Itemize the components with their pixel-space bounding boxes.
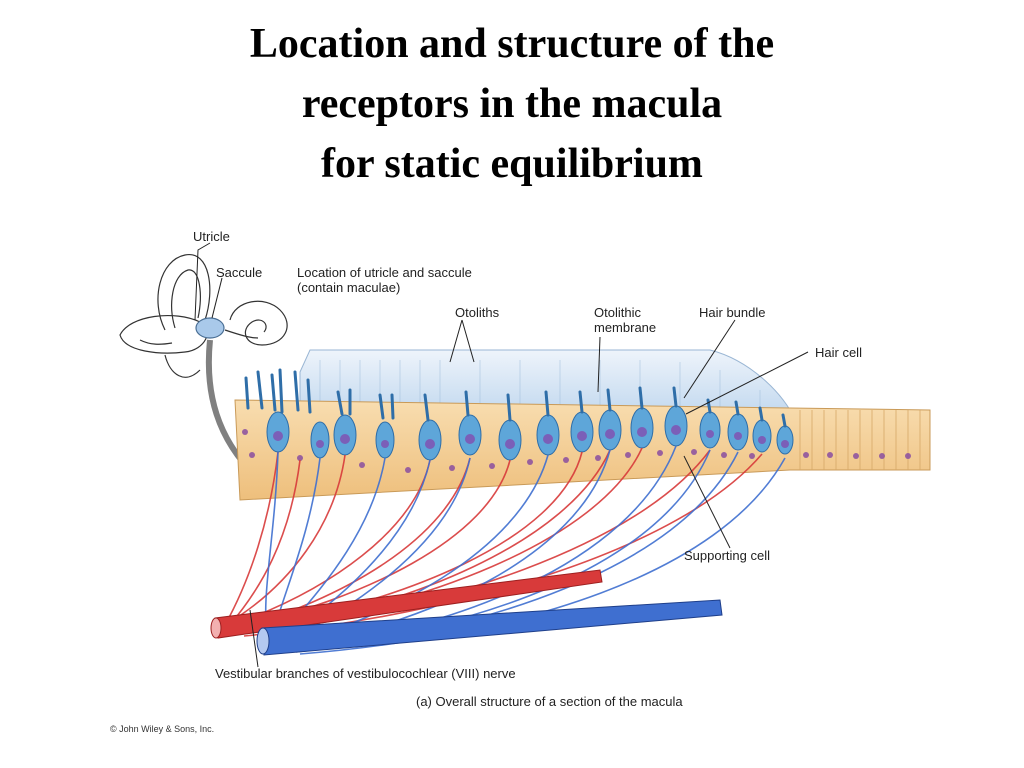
label-location-line-1: Location of utricle and saccule — [297, 265, 472, 280]
label-nerve: Vestibular branches of vestibulocochlear… — [215, 666, 516, 681]
leader-lines — [194, 242, 809, 668]
epithelium-columns — [799, 410, 921, 470]
figure-caption: (a) Overall structure of a section of th… — [416, 694, 683, 709]
label-supporting-cell: Supporting cell — [684, 548, 770, 563]
nerve-bundle-blue — [256, 599, 723, 656]
page-title: Location and structure of the receptors … — [0, 14, 1024, 194]
hair-bundles — [244, 368, 787, 428]
label-location: Location of utricle and saccule (contain… — [297, 265, 472, 295]
label-otolithic-line-2: membrane — [594, 320, 657, 335]
inner-ear-inset — [119, 254, 288, 378]
label-saccule: Saccule — [216, 265, 263, 280]
label-utricle: Utricle — [193, 229, 230, 244]
copyright-notice: © John Wiley & Sons, Inc. — [110, 724, 215, 734]
label-hair-bundle: Hair bundle — [699, 305, 766, 320]
title-line-1: Location and structure of the — [249, 21, 775, 67]
title-line-3: for static equilibrium — [321, 141, 703, 187]
label-otoliths: Otoliths — [455, 305, 500, 320]
label-otolithic-membrane: Otolithic membrane — [594, 305, 656, 335]
label-hair-cell: Hair cell — [815, 345, 862, 360]
hair-cells — [242, 405, 911, 473]
title-line-2: receptors in the macula — [301, 81, 723, 127]
nerve-bundle-red — [210, 569, 603, 639]
label-location-line-2: (contain maculae) — [297, 280, 401, 295]
label-otolithic-line-1: Otolithic — [594, 305, 641, 320]
